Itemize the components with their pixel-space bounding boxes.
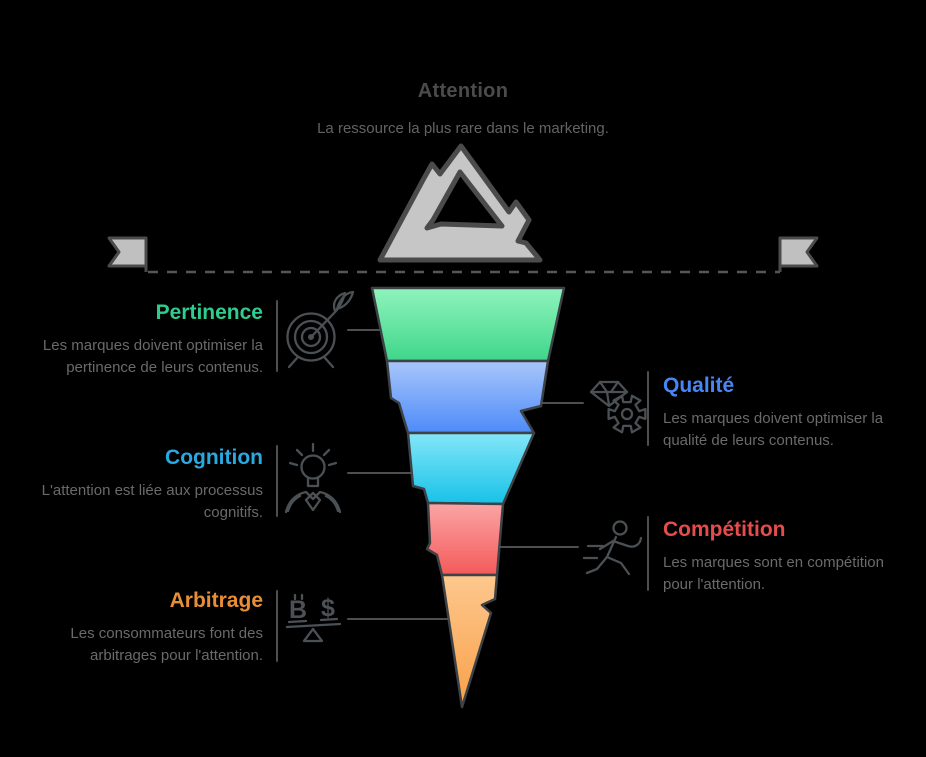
callout-qualite-title: Qualité [663,374,735,397]
callout-cognition-title: Cognition [165,446,263,469]
end-flag-icon [778,236,819,272]
callout-arbitrage: Arbitrage Les consommateurs font des arb… [28,589,263,667]
attention-funnel [370,286,566,709]
target-icon [286,290,355,369]
dollar-symbol: $ [321,594,335,622]
funnel-segment-competition [425,501,505,577]
page-subtitle: La ressource la plus rare dans le market… [317,120,609,137]
callout-competition-title: Compétition [663,518,786,541]
gem-gear-icon [589,380,647,434]
funnel-segment-qualite [385,359,550,435]
funnel-segment-arbitrage [440,573,499,709]
callout-cognition: Cognition L'attention est liée aux proce… [28,446,263,524]
callout-qualite: Qualité Les marques doivent optimiser la… [663,374,915,452]
callout-competition: Compétition Les marques sont en compétit… [663,518,915,596]
start-flag-icon [107,236,148,272]
funnel-segment-pertinence [370,286,566,363]
header: Attention La ressource la plus rare dans… [0,80,926,137]
callout-arbitrage-title: Arbitrage [169,589,263,612]
page-title: Attention [417,80,509,102]
callout-competition-description: Les marques sont en compétition pour l'a… [663,554,884,593]
runner-icon [582,520,643,576]
callout-cognition-description: L'attention est liée aux processus cogni… [41,482,263,521]
funnel-segment-cognition [406,431,536,506]
balance-icon: B $ [285,593,342,643]
callout-qualite-description: Les marques doivent optimiser la qualité… [663,410,884,449]
callout-pertinence: Pertinence Les marques doivent optimiser… [28,301,263,379]
callout-pertinence-title: Pertinence [155,301,263,324]
bitcoin-symbol: B [289,596,307,624]
idea-head-icon [284,442,342,514]
callout-pertinence-description: Les marques doivent optimiser la pertine… [42,337,263,376]
callout-arbitrage-description: Les consommateurs font des arbitrages po… [70,625,263,664]
mountain-icon [377,143,543,263]
